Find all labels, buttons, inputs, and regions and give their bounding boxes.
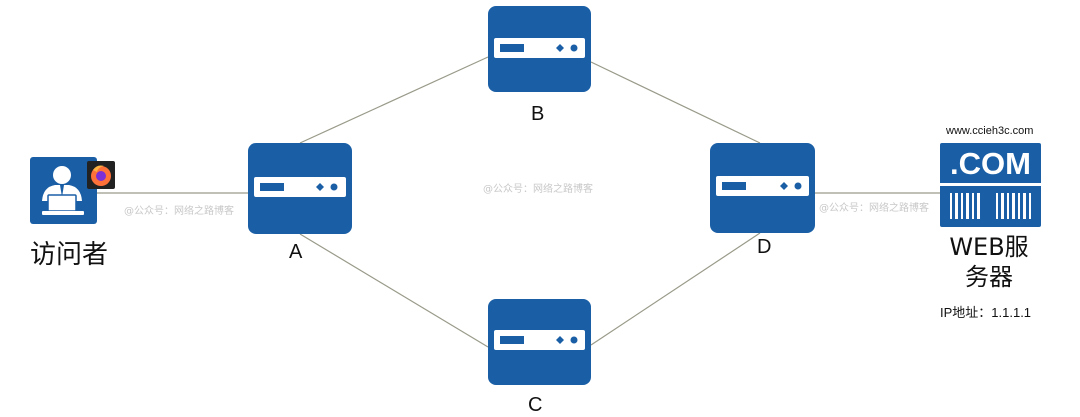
server-ip: IP地址：1.1.1.1 xyxy=(940,305,1032,320)
server-domain: www.ccieh3c.com xyxy=(946,125,1034,137)
router-c-icon xyxy=(488,299,591,385)
server-label-line2: 务器 xyxy=(965,263,1013,291)
server-label-line1: WEB服 xyxy=(949,233,1029,261)
router-c-label: C xyxy=(528,394,543,416)
link-b-d xyxy=(590,61,761,144)
link-c-d xyxy=(590,232,761,346)
watermark-left: @公众号：网络之路博客 xyxy=(124,206,234,217)
firefox-icon xyxy=(87,161,115,189)
router-a-label: A xyxy=(289,241,303,263)
visitor-icon xyxy=(30,157,97,224)
visitor-label: 访问者 xyxy=(30,240,109,270)
router-d-label: D xyxy=(757,236,772,258)
watermark-right: @公众号：网络之路博客 xyxy=(819,203,929,214)
link-a-b xyxy=(299,56,489,144)
router-b-label: B xyxy=(531,103,545,125)
router-d-icon xyxy=(710,143,815,233)
watermark-center: @公众号：网络之路博客 xyxy=(483,184,593,195)
router-b-icon xyxy=(488,6,591,92)
router-a-icon xyxy=(248,143,352,234)
link-a-c xyxy=(299,233,489,348)
web-server-icon xyxy=(940,143,1041,227)
server-badge: .COM xyxy=(950,146,1031,181)
